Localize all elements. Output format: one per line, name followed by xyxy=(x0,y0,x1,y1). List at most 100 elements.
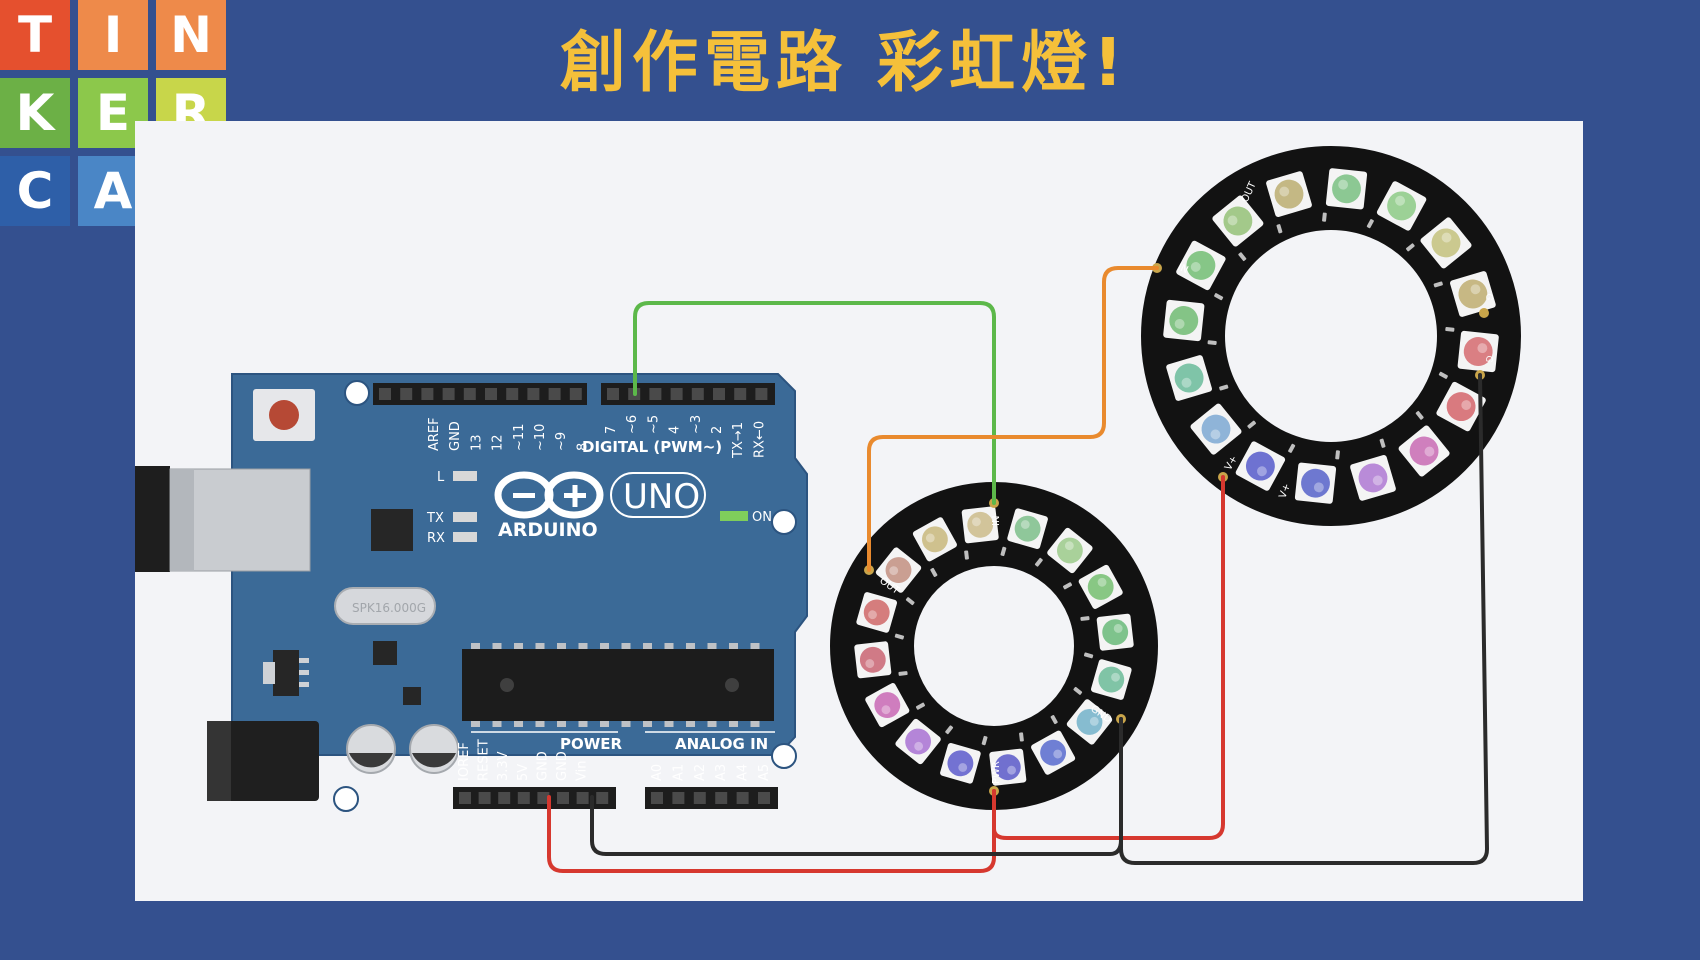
neopixel-led[interactable] xyxy=(1421,371,1488,432)
neopixel-led[interactable] xyxy=(1189,392,1257,457)
wire-red-small-pwr-to-large-vplus[interactable] xyxy=(992,475,1225,840)
header-hole[interactable] xyxy=(506,388,519,400)
chip-leg xyxy=(707,643,717,649)
chip-leg xyxy=(471,721,480,727)
header-hole[interactable] xyxy=(672,792,685,804)
neopixel-led[interactable] xyxy=(1366,179,1427,246)
neopixel-led[interactable] xyxy=(1433,268,1496,322)
neopixel-led[interactable] xyxy=(1345,438,1399,501)
neopixel-led[interactable] xyxy=(1263,170,1317,234)
neopixel-led[interactable] xyxy=(1080,611,1134,652)
neopixel-led[interactable] xyxy=(854,639,908,680)
neopixel-led[interactable] xyxy=(1405,215,1473,280)
header-hole[interactable] xyxy=(693,792,706,804)
header-hole[interactable] xyxy=(670,388,683,400)
pin-label: 7 xyxy=(604,426,619,434)
neopixel-led[interactable] xyxy=(1062,562,1124,618)
pin-label: GND xyxy=(555,751,570,781)
header-hole[interactable] xyxy=(736,792,749,804)
arduino-infinity-logo xyxy=(494,471,604,519)
header-hole[interactable] xyxy=(691,388,704,400)
header-hole[interactable] xyxy=(478,792,491,804)
header-hole[interactable] xyxy=(459,792,471,804)
neopixel-led[interactable] xyxy=(894,705,954,767)
neopixel-led[interactable] xyxy=(1322,168,1368,226)
neopixel-led[interactable] xyxy=(1174,240,1241,301)
chip-leg xyxy=(621,721,631,727)
reset-button[interactable] xyxy=(269,400,299,430)
capacitor xyxy=(409,724,459,774)
wire-black-small-gnd-to-large-gnd[interactable] xyxy=(1119,373,1489,865)
header-hole[interactable] xyxy=(463,388,476,400)
header-hole[interactable] xyxy=(498,792,511,804)
ring-pad-g xyxy=(1479,308,1489,318)
power-header-label: POWER xyxy=(560,735,623,753)
header-hole[interactable] xyxy=(713,388,725,400)
neopixel-led[interactable] xyxy=(873,546,935,606)
ring-label-in: IN xyxy=(991,516,1002,526)
header-hole[interactable] xyxy=(485,388,497,400)
header-hole[interactable] xyxy=(755,388,768,400)
chip-leg xyxy=(750,721,760,727)
neopixel-ring-small[interactable]: IN OUT PWR GND xyxy=(830,482,1158,810)
header-hole[interactable] xyxy=(715,792,728,804)
header-hole[interactable] xyxy=(607,388,619,400)
chip-leg xyxy=(686,643,695,649)
dc-power-jack[interactable] xyxy=(207,721,319,801)
neopixel-led[interactable] xyxy=(1235,426,1296,493)
header-hole[interactable] xyxy=(527,388,540,400)
neopixel-led[interactable] xyxy=(1441,327,1499,373)
neopixel-led[interactable] xyxy=(1294,446,1340,504)
neopixel-led[interactable] xyxy=(1210,194,1275,262)
header-hole[interactable] xyxy=(557,792,569,804)
header-hole[interactable] xyxy=(649,388,662,400)
header-hole[interactable] xyxy=(537,792,550,804)
pin-label: RX←0 xyxy=(752,421,767,458)
header-hole[interactable] xyxy=(758,792,770,804)
wire-red-5v-to-small-pwr[interactable] xyxy=(547,789,996,873)
power-header xyxy=(453,787,616,809)
header-hole[interactable] xyxy=(517,792,530,804)
neopixel-led[interactable] xyxy=(939,727,988,785)
dc-jack-shade xyxy=(207,721,231,801)
header-hole[interactable] xyxy=(442,388,455,400)
header-hole[interactable] xyxy=(379,388,391,400)
neopixel-led[interactable] xyxy=(1075,652,1133,700)
chip-dot xyxy=(725,678,739,692)
chip-leg xyxy=(621,643,631,649)
neopixel-led[interactable] xyxy=(1022,714,1078,776)
chip-leg xyxy=(707,721,717,727)
pin-label: 2 xyxy=(710,426,725,434)
neopixel-ring-large[interactable]: IN OUT V+ V+ G G xyxy=(1141,146,1521,526)
wire-orange-small-out-to-large-in[interactable] xyxy=(867,266,1159,572)
pin-label: ~11 xyxy=(512,424,527,451)
neopixel-led[interactable] xyxy=(855,591,913,640)
led-label-l: L xyxy=(437,470,445,485)
neopixel-led[interactable] xyxy=(910,516,966,578)
neopixel-led[interactable] xyxy=(1053,686,1115,745)
wire-green-pin6-to-small-ring-in[interactable] xyxy=(633,301,996,505)
pin-label: A3 xyxy=(714,764,729,781)
neopixel-led[interactable] xyxy=(1034,525,1093,587)
chip-leg xyxy=(664,643,674,649)
header-hole[interactable] xyxy=(400,388,413,400)
header-hole[interactable] xyxy=(569,388,582,400)
chip-leg xyxy=(471,643,480,649)
neopixel-led[interactable] xyxy=(959,506,1000,560)
capacitor xyxy=(346,724,396,774)
neopixel-led[interactable] xyxy=(1165,350,1229,404)
header-hole[interactable] xyxy=(651,792,663,804)
header-hole[interactable] xyxy=(734,388,747,400)
neopixel-led[interactable] xyxy=(1000,507,1048,565)
header-hole[interactable] xyxy=(421,388,434,400)
neopixel-led[interactable] xyxy=(864,674,926,730)
header-hole[interactable] xyxy=(576,792,589,804)
header-hole[interactable] xyxy=(596,792,609,804)
header-hole[interactable] xyxy=(548,388,561,400)
neopixel-led[interactable] xyxy=(1163,299,1221,345)
logo-tile-i: I xyxy=(78,0,148,70)
neopixel-led[interactable] xyxy=(987,732,1028,786)
neopixel-led[interactable] xyxy=(1387,410,1452,478)
